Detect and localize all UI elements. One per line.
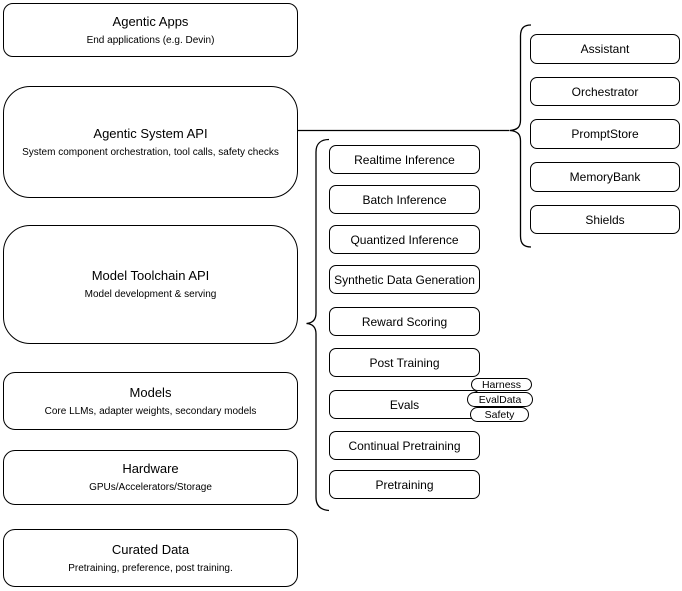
node-label: Reward Scoring <box>361 314 448 329</box>
tag-safety: Safety <box>470 407 529 422</box>
node-memorybank: MemoryBank <box>530 162 680 192</box>
node-label: Realtime Inference <box>354 152 455 167</box>
node-subtitle: End applications (e.g. Devin) <box>86 34 215 46</box>
node-title: Agentic System API <box>93 125 208 141</box>
node-pretraining: Pretraining <box>329 470 480 499</box>
node-shields: Shields <box>530 205 680 234</box>
node-hardware: Hardware GPUs/Accelerators/Storage <box>3 450 298 505</box>
node-label: Synthetic Data Generation <box>334 272 475 287</box>
node-label: Evals <box>389 397 420 412</box>
node-subtitle: GPUs/Accelerators/Storage <box>89 482 212 493</box>
tag-label: Harness <box>481 378 522 391</box>
node-curated-data: Curated Data Pretraining, preference, po… <box>3 529 298 587</box>
node-subtitle: Model development & serving <box>84 289 217 300</box>
node-label: Continual Pretraining <box>348 438 461 453</box>
node-promptstore: PromptStore <box>530 119 680 149</box>
node-orchestrator: Orchestrator <box>530 77 680 106</box>
node-label: Batch Inference <box>362 192 447 207</box>
toolchain-brace <box>306 138 330 512</box>
node-label: PromptStore <box>571 127 639 141</box>
node-label: Shields <box>585 212 625 227</box>
node-quantized-inference: Quantized Inference <box>329 225 480 254</box>
node-subtitle: System component orchestration, tool cal… <box>22 146 279 158</box>
node-label: MemoryBank <box>569 170 641 184</box>
tag-label: Safety <box>484 408 515 421</box>
node-batch-inference: Batch Inference <box>329 185 480 214</box>
node-label: Assistant <box>580 42 630 56</box>
node-agentic-apps: Agentic Apps End applications (e.g. Devi… <box>3 3 298 57</box>
tag-evaldata: EvalData <box>467 392 533 407</box>
tag-label: EvalData <box>478 393 522 406</box>
node-label: Post Training <box>369 355 440 370</box>
node-subtitle: Pretraining, preference, post training. <box>68 562 233 574</box>
node-evals: Evals <box>329 390 480 419</box>
node-models: Models Core LLMs, adapter weights, secon… <box>3 372 298 430</box>
node-post-training: Post Training <box>329 348 480 377</box>
system-components-brace <box>509 24 532 248</box>
node-synthetic-data-generation: Synthetic Data Generation <box>329 265 480 294</box>
node-subtitle: Core LLMs, adapter weights, secondary mo… <box>44 405 257 417</box>
node-title: Hardware <box>122 461 179 476</box>
node-label: Orchestrator <box>571 84 639 99</box>
node-title: Agentic Apps <box>112 13 189 29</box>
node-title: Models <box>129 384 172 400</box>
tag-harness: Harness <box>471 378 532 391</box>
node-title: Model Toolchain API <box>91 268 210 283</box>
node-continual-pretraining: Continual Pretraining <box>329 431 480 460</box>
node-title: Curated Data <box>111 541 190 557</box>
node-reward-scoring: Reward Scoring <box>329 307 480 336</box>
node-agentic-system-api: Agentic System API System component orch… <box>3 86 298 198</box>
node-label: Quantized Inference <box>350 232 459 247</box>
node-realtime-inference: Realtime Inference <box>329 145 480 174</box>
node-assistant: Assistant <box>530 34 680 64</box>
node-model-toolchain-api: Model Toolchain API Model development & … <box>3 225 298 344</box>
node-label: Pretraining <box>375 477 434 492</box>
